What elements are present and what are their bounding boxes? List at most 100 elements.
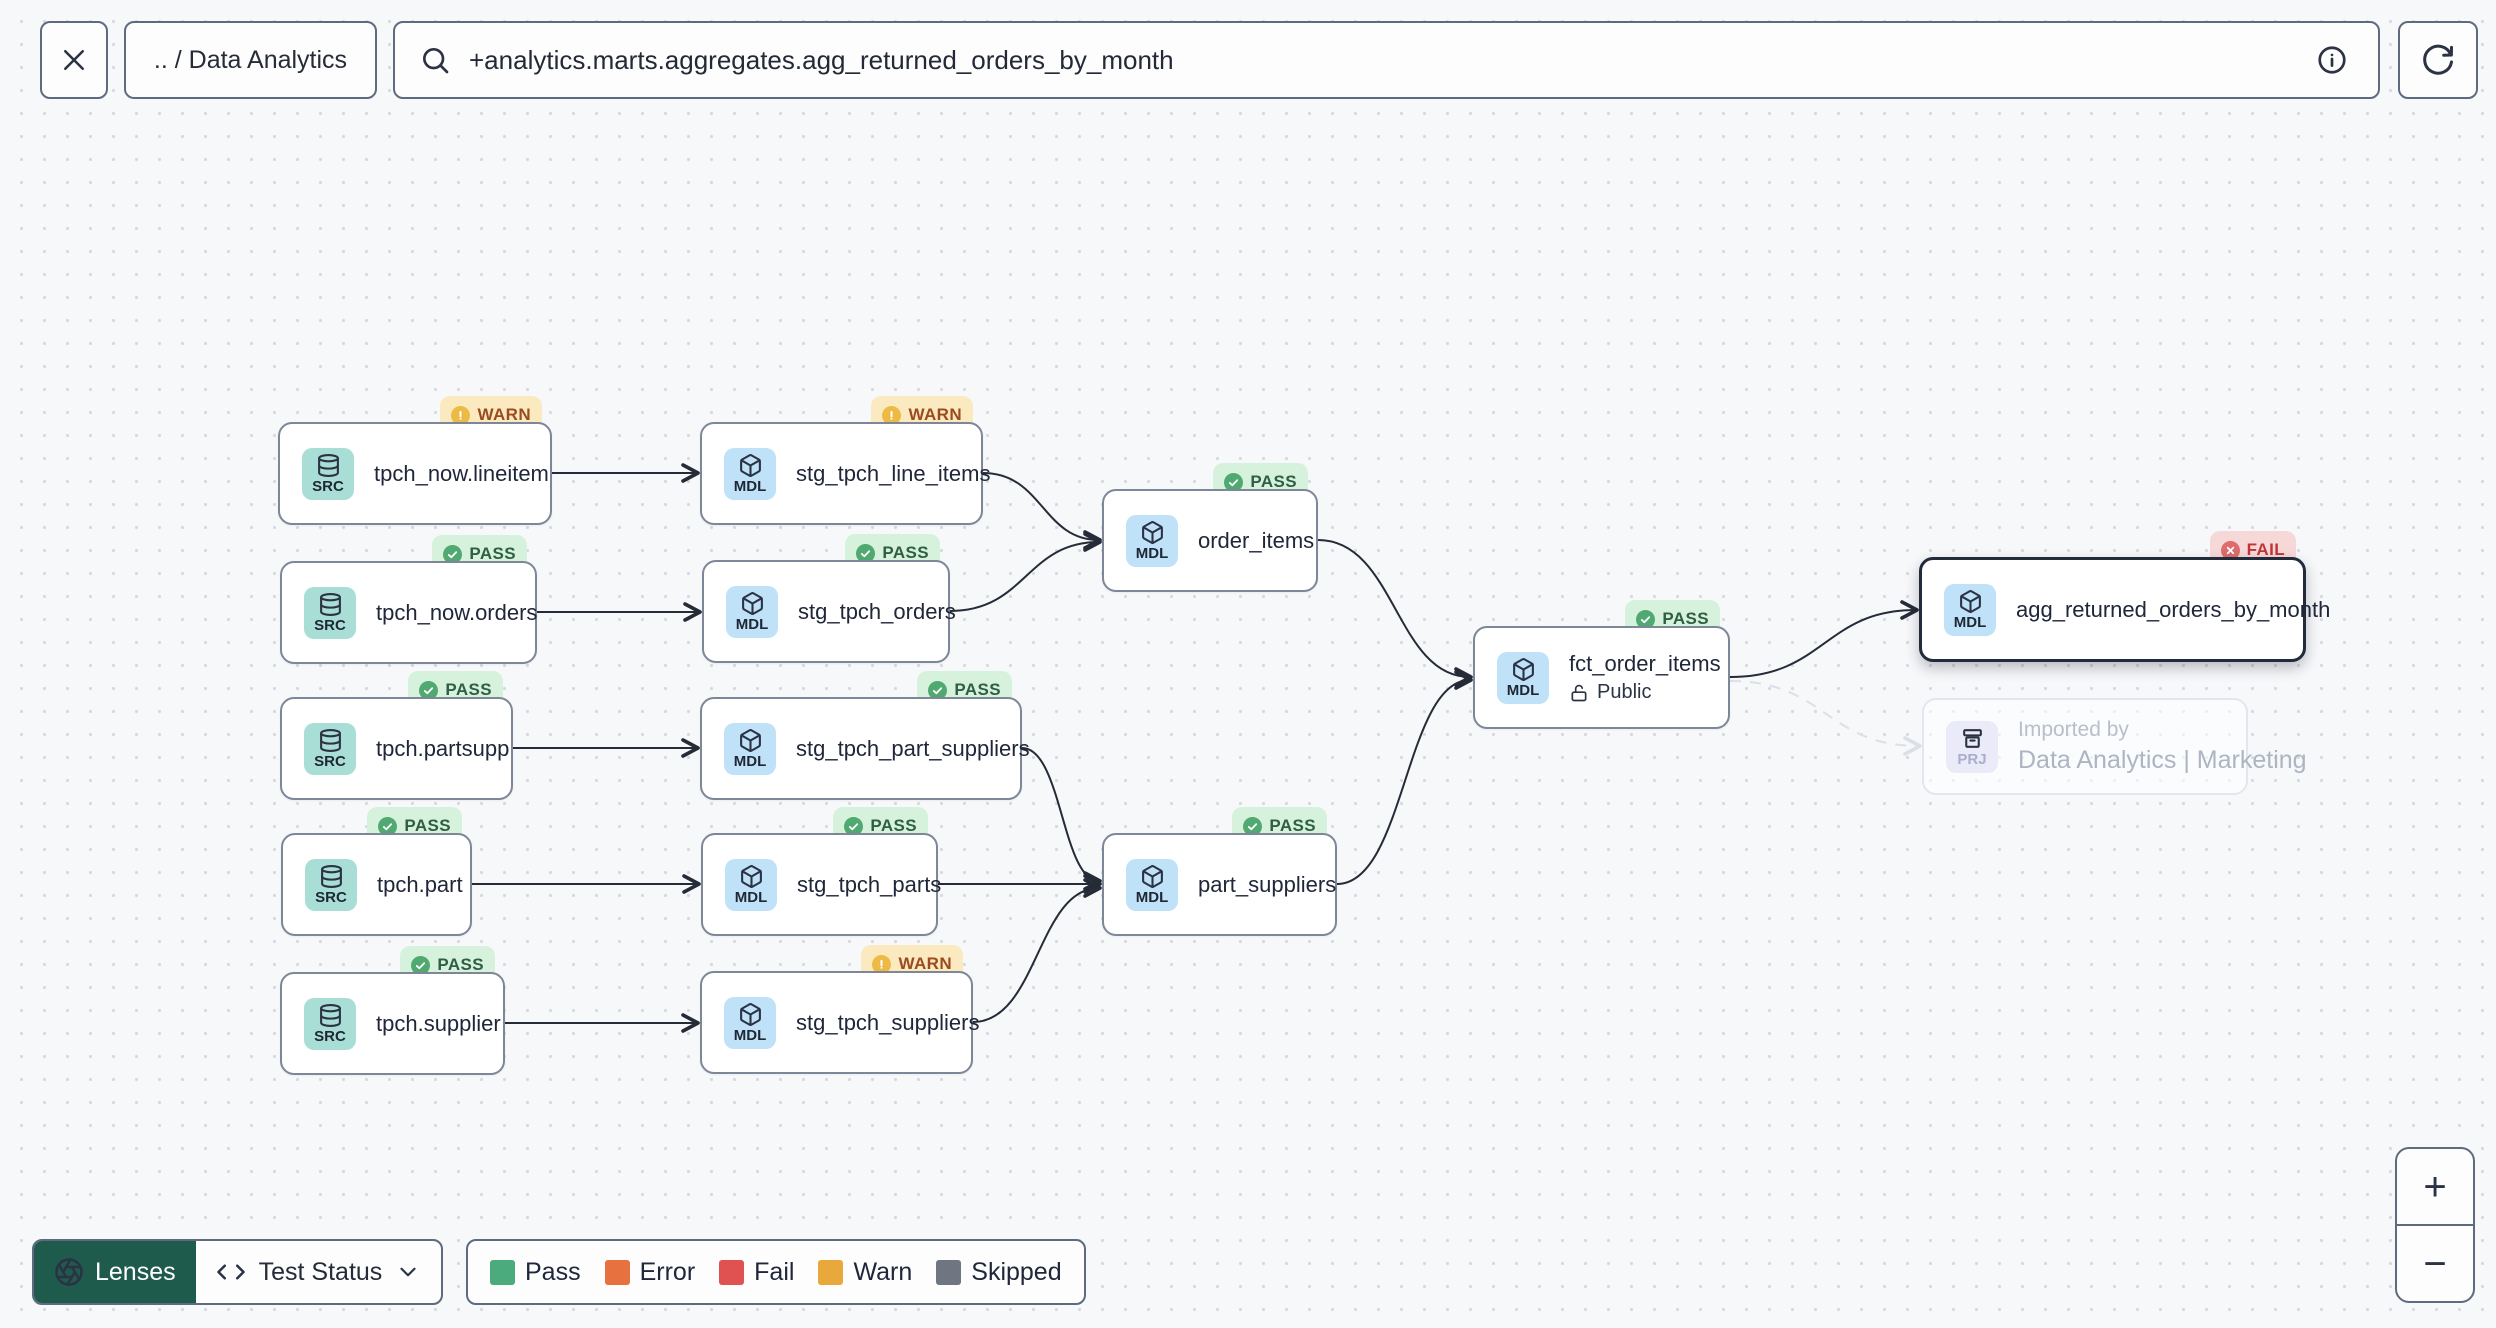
cube-icon [1141, 521, 1163, 544]
badge-status-icon [844, 816, 864, 836]
src-tile: SRC [302, 447, 354, 500]
legend: Pass Error Fail Warn Skipped [466, 1239, 1086, 1305]
node-label: stg_tpch_suppliers [796, 1009, 980, 1035]
x-icon [64, 50, 84, 70]
mdl-tile: MDL [725, 858, 777, 911]
badge-status-icon [1636, 609, 1656, 629]
cube-icon [739, 454, 761, 477]
badge-status-icon [928, 680, 948, 700]
zoom-out-button[interactable]: − [2397, 1224, 2473, 1301]
cube-icon [739, 729, 761, 752]
node-label: stg_tpch_parts [797, 871, 942, 897]
lineage-edge [1336, 670, 1473, 885]
legend-swatch [719, 1259, 745, 1285]
legend-swatch [936, 1259, 962, 1285]
badge-status-icon [378, 816, 398, 836]
database-icon [317, 454, 339, 477]
refresh-icon [2423, 44, 2453, 75]
src-tile: SRC [305, 858, 357, 911]
node-stg_tpch_suppliers[interactable]: MDL stg_tpch_suppliers [700, 971, 979, 1074]
mdl-tile: MDL [724, 996, 776, 1049]
node-label: tpch.part [377, 871, 463, 897]
legend-swatch [490, 1259, 515, 1285]
lineage-edge [982, 472, 1102, 550]
node-label: stg_tpch_part_suppliers [796, 735, 1030, 761]
node-label: fct_order_items [1569, 651, 1721, 676]
cube-icon [1512, 658, 1534, 681]
cube-icon [1959, 590, 1981, 613]
badge-status-icon [411, 955, 431, 975]
badge-status-icon [1243, 816, 1263, 836]
badge-status-icon [856, 543, 876, 563]
node-label: tpch_now.lineitem [374, 460, 549, 486]
search-input[interactable]: +analytics.marts.aggregates.agg_returned… [469, 44, 1174, 75]
mdl-tile: MDL [726, 585, 778, 638]
node-label: tpch.supplier [376, 1010, 501, 1036]
node-label: Data Analytics | Marketing [2018, 746, 2307, 774]
node-sublabel: Imported by [2018, 718, 2129, 741]
chevron-down-icon [400, 1267, 416, 1277]
legend-swatch [818, 1259, 844, 1285]
database-icon [319, 1004, 341, 1027]
search-bar[interactable]: +analytics.marts.aggregates.agg_returned… [393, 21, 2380, 99]
lenses-label: Lenses [95, 1257, 176, 1286]
lenses-control: Lenses Test Status [32, 1239, 444, 1305]
badge-status-icon [2220, 540, 2240, 560]
search-icon [423, 48, 449, 74]
node-label: tpch.partsupp [376, 735, 510, 761]
legend-item-skipped: Skipped [936, 1258, 1062, 1287]
lineage-edge [1729, 680, 1922, 756]
node-imported_by_project[interactable]: PRJ Imported by Data Analytics | Marketing [1922, 698, 2307, 795]
cube-icon [741, 592, 763, 615]
badge-status-icon [443, 544, 463, 564]
node-tpch_part[interactable]: SRC tpch.part [281, 833, 472, 936]
node-label: stg_tpch_orders [798, 598, 956, 624]
node-label: stg_tpch_line_items [796, 460, 991, 486]
badge-status-icon [872, 954, 892, 974]
node-order_items[interactable]: MDL order_items [1102, 489, 1318, 592]
zoom-controls: + − [2395, 1147, 2475, 1303]
legend-item-warn: Warn [818, 1258, 912, 1287]
prj-tile: PRJ [1946, 720, 1998, 773]
test-status-dropdown[interactable]: Test Status [196, 1241, 442, 1303]
node-tpch_now_lineitem[interactable]: SRC tpch_now.lineitem [278, 422, 552, 525]
node-stg_tpch_parts[interactable]: MDL stg_tpch_parts [701, 833, 942, 936]
mdl-tile: MDL [1497, 651, 1549, 704]
lineage-edge [1729, 600, 1919, 678]
node-label: order_items [1198, 527, 1315, 553]
cube-icon [740, 865, 762, 888]
close-button[interactable] [40, 21, 108, 99]
legend-item-error: Error [604, 1258, 695, 1287]
zoom-in-button[interactable]: + [2397, 1149, 2473, 1224]
badge-status-icon [419, 680, 439, 700]
badge-status-icon [1224, 472, 1244, 492]
info-icon[interactable] [2316, 44, 2348, 76]
code-icon [216, 1264, 245, 1280]
mdl-tile: MDL [1944, 583, 1996, 636]
lenses-button[interactable]: Lenses [34, 1241, 196, 1303]
aperture-icon [55, 1258, 83, 1286]
mdl-tile: MDL [1126, 514, 1178, 567]
refresh-button[interactable] [2398, 21, 2478, 99]
legend-item-pass: Pass [490, 1258, 581, 1287]
lineage-edge [949, 532, 1102, 612]
node-access: Public [1569, 681, 1721, 704]
cube-icon [1141, 865, 1163, 888]
legend-item-fail: Fail [719, 1258, 794, 1287]
breadcrumb[interactable]: .. / Data Analytics [124, 21, 377, 99]
breadcrumb-label: .. / Data Analytics [153, 45, 348, 74]
node-stg_tpch_orders[interactable]: MDL stg_tpch_orders [702, 560, 956, 663]
database-icon [320, 865, 342, 888]
